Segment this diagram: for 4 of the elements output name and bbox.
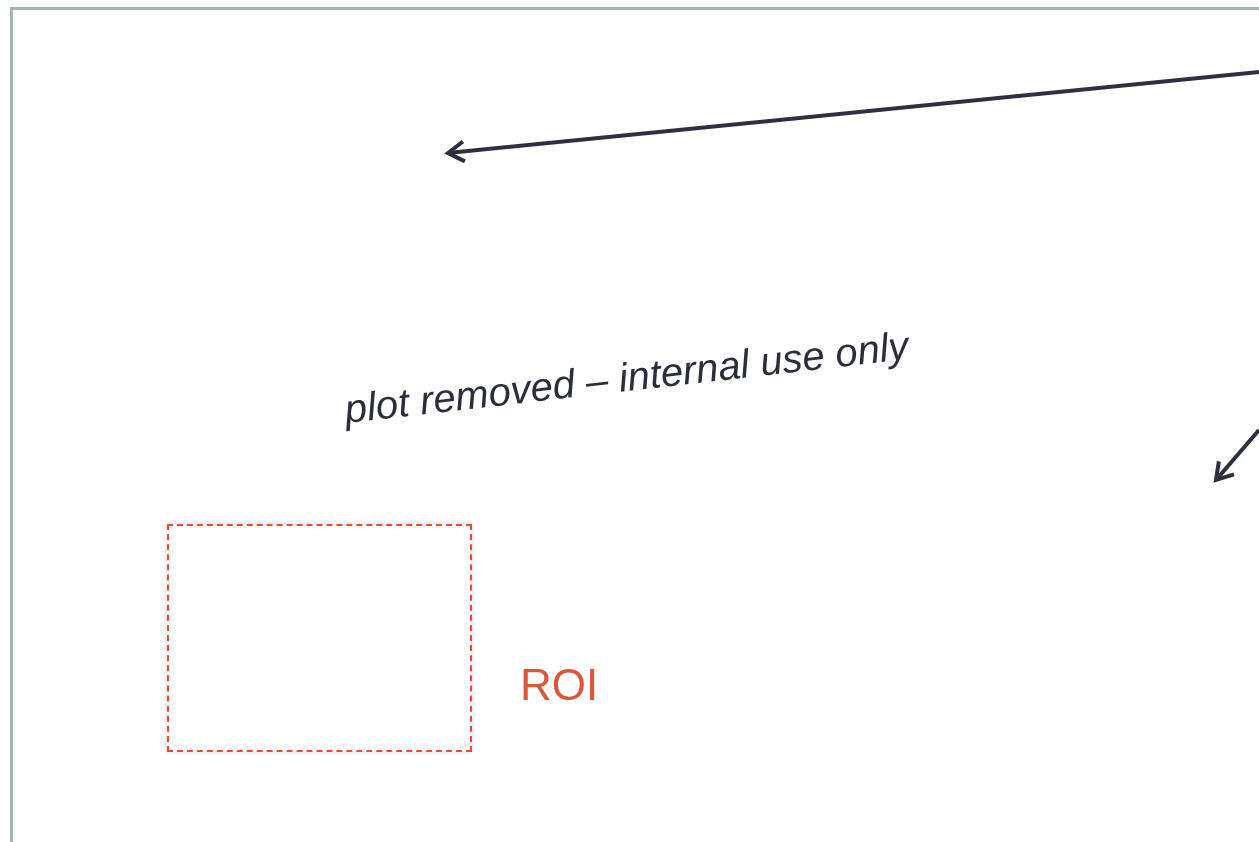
placeholder-note: plot removed – internal use only <box>342 323 911 432</box>
region-label: ROI <box>520 660 599 710</box>
roi-region-box <box>167 524 472 752</box>
plot-panel <box>10 7 1259 842</box>
